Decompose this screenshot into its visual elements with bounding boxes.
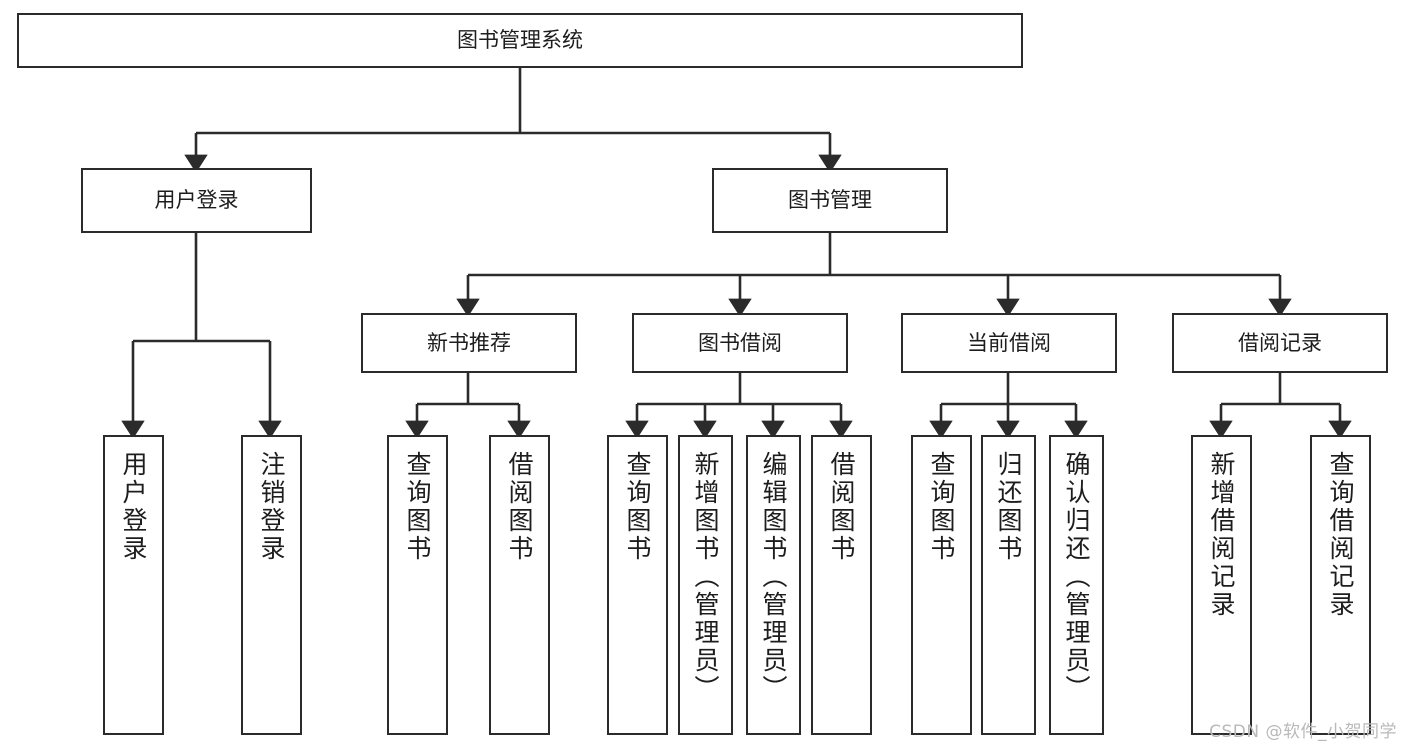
node-user-login-label: 用户登录 [154,188,239,213]
node-leaf-query-record-label: 查询借阅记录 [1326,451,1355,619]
node-leaf-edit-book-label: 编辑图书（管理员） [759,451,788,703]
node-book-borrow[interactable]: 图书借阅 [632,313,848,373]
node-root[interactable]: 图书管理系统 [17,13,1023,68]
node-leaf-query-record[interactable]: 查询借阅记录 [1310,435,1371,735]
node-leaf-user-login-label: 用户登录 [119,451,148,563]
node-leaf-return-book[interactable]: 归还图书 [981,435,1036,735]
node-leaf-borrow-book-2[interactable]: 借阅图书 [811,435,872,735]
node-leaf-add-record[interactable]: 新增借阅记录 [1191,435,1252,735]
node-leaf-logout-login-label: 注销登录 [257,451,286,563]
node-leaf-query-book-3-label: 查询图书 [927,451,956,563]
node-leaf-user-login[interactable]: 用户登录 [103,435,164,735]
node-current-borrow-label: 当前借阅 [967,330,1051,355]
node-book-manage[interactable]: 图书管理 [712,168,948,233]
node-leaf-return-book-label: 归还图书 [994,451,1023,563]
node-new-book-recommend[interactable]: 新书推荐 [361,313,577,373]
node-leaf-edit-book[interactable]: 编辑图书（管理员） [746,435,801,735]
node-new-book-recommend-label: 新书推荐 [427,330,511,355]
node-leaf-logout-login[interactable]: 注销登录 [241,435,302,735]
node-leaf-query-book-2[interactable]: 查询图书 [607,435,668,735]
node-leaf-confirm-return[interactable]: 确认归还（管理员） [1049,435,1104,735]
node-leaf-borrow-book-1[interactable]: 借阅图书 [489,435,550,735]
node-leaf-query-book-3[interactable]: 查询图书 [911,435,972,735]
node-leaf-borrow-book-1-label: 借阅图书 [505,451,534,563]
node-user-login[interactable]: 用户登录 [81,168,312,233]
node-leaf-add-book[interactable]: 新增图书（管理员） [678,435,733,735]
node-leaf-borrow-book-2-label: 借阅图书 [827,451,856,563]
node-leaf-add-record-label: 新增借阅记录 [1207,451,1236,619]
node-borrow-record[interactable]: 借阅记录 [1172,313,1388,373]
node-root-label: 图书管理系统 [457,28,583,53]
node-book-manage-label: 图书管理 [788,188,872,213]
node-leaf-add-book-label: 新增图书（管理员） [691,451,720,703]
node-leaf-confirm-return-label: 确认归还（管理员） [1062,451,1091,703]
node-leaf-query-book-1-label: 查询图书 [403,451,432,563]
node-leaf-query-book-1[interactable]: 查询图书 [387,435,448,735]
node-current-borrow[interactable]: 当前借阅 [901,313,1117,373]
csdn-watermark: CSDN @软件_小贺同学 [1209,722,1397,742]
node-book-borrow-label: 图书借阅 [698,330,782,355]
node-leaf-query-book-2-label: 查询图书 [623,451,652,563]
node-borrow-record-label: 借阅记录 [1238,330,1322,355]
